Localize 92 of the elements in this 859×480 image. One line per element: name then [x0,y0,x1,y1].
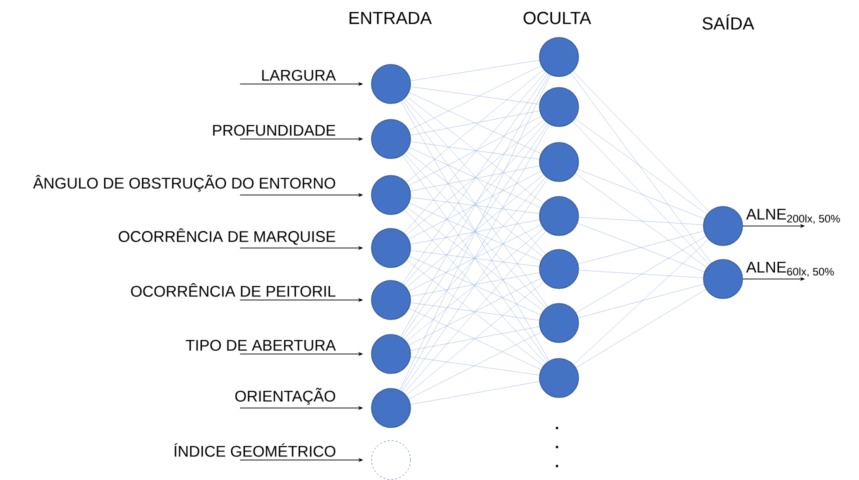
connection-line [406,282,544,396]
edge-label: PROFUNDIDADE [213,124,336,136]
connection-line [410,302,540,320]
connection-line [578,230,704,264]
connection-line [408,170,542,240]
connection-line [408,66,542,130]
connection-line [410,110,540,136]
neuron-circle [371,280,411,320]
connection-line [404,154,546,308]
neuron-circle [539,37,579,77]
neuron-circle [539,249,579,289]
connection-line [575,173,707,268]
connection-line [404,98,546,254]
connection-line [570,72,712,264]
connection-line [572,121,710,265]
connection-line [406,69,544,183]
neuron-circle [539,142,579,182]
column-heading: SAÍDA [702,14,754,30]
connection-line [578,217,704,225]
connection-line [408,332,542,400]
connection-line [400,124,550,391]
edge-label: ÂNGULO DE OBSTRUÇÃO DO ENTORNO [33,174,336,192]
connection-line [410,166,540,192]
connection-line [578,270,704,278]
connection-line [410,60,540,82]
connection-line [410,86,540,104]
edge-label: OCORRÊNCIA DE PEITORIL [131,283,336,297]
connection-line [399,74,551,390]
neuron-circle [371,228,411,268]
connection-line [409,256,541,316]
connection-line [406,260,544,366]
connection-line [402,100,548,307]
connection-line [406,228,544,342]
edge-label: ALNE$_{200lx, 50%}$ [746,208,840,224]
connection-line [404,176,546,340]
neuron-circle [539,196,579,236]
connection-line [576,236,706,314]
edge-label: ORIENTAÇÃO [235,388,336,405]
connection-line [408,92,542,154]
neuron-circle [371,175,411,215]
connection-line [408,116,542,186]
connection-line [406,151,544,257]
edge-label: ÍNDICE GEOMÉTRICO [174,443,336,457]
connection-line [404,230,546,394]
connection-line [410,326,540,351]
neuron-circle [539,87,579,127]
connection-line [578,284,704,318]
column-heading: ENTRADA [350,12,432,24]
connection-line [406,96,544,204]
connection-line [406,120,544,236]
connection-line [410,356,540,376]
connection-line [574,118,708,214]
connection-line [400,74,550,337]
connection-line [404,122,546,286]
connection-line [410,142,540,160]
neuron-circle [371,388,411,428]
connection-line [410,220,540,244]
edge-label: ALNE$_{60lx, 50%}$ [746,262,834,277]
connection-line [576,289,706,368]
connection-line [577,222,705,272]
connection-line [402,178,548,392]
connection-line [404,72,546,234]
connection-line [402,123,548,338]
neuron-circle [703,206,743,246]
edge-label: OCORRÊNCIA DE MARQUISE [118,228,336,245]
connection-line [572,71,710,212]
connection-line [577,169,705,219]
neuron-circle [371,334,411,374]
connection-line [404,209,546,364]
connection-line [410,197,540,214]
connection-line [408,308,542,370]
connection-line [410,250,540,267]
connection-line [410,381,540,405]
connection-line [408,147,542,208]
connection-line [402,73,548,284]
connection-line [408,224,542,292]
connection-line [406,174,544,288]
neuron-circle [703,259,743,299]
neuron-circle [371,64,411,104]
neuron-circle [539,303,579,343]
edge-label: LARGURA [262,70,336,81]
connection-line [573,239,709,365]
neuron-circle [539,358,579,398]
connection-line [408,278,542,346]
connection-line [410,272,540,297]
edge-label: TIPO DE ABERTURA [186,340,336,351]
connection-line [406,206,544,312]
dashed-circle [371,440,411,480]
connection-line [400,101,550,361]
connection-line [409,202,541,262]
connection-line [402,155,548,362]
neuron-circle [371,119,411,159]
